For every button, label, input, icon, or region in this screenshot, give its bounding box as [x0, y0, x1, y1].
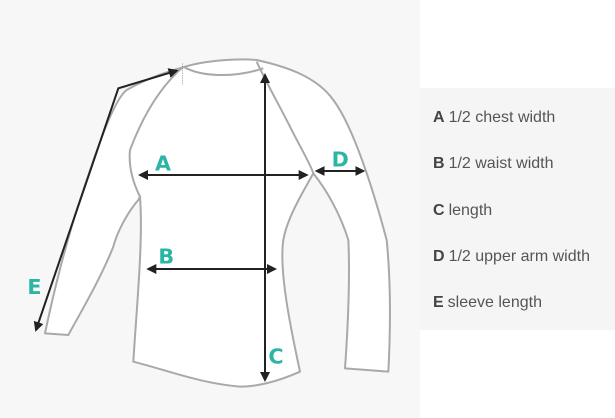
label-b: B — [158, 244, 174, 268]
label-a: A — [155, 152, 171, 176]
legend-text: sleeve length — [447, 294, 542, 311]
legend-key: C — [433, 202, 445, 219]
legend-key: D — [433, 248, 445, 265]
label-c: C — [268, 344, 283, 368]
legend-text: 1/2 chest width — [448, 109, 556, 126]
label-e: E — [27, 275, 41, 299]
label-d: D — [332, 148, 349, 172]
measurement-arrows — [33, 63, 366, 382]
arrow-e — [33, 68, 179, 332]
legend-text: 1/2 upper arm width — [448, 248, 590, 265]
legend-text: length — [448, 202, 493, 219]
shirt-measurement-diagram: A B C D E — [27, 58, 391, 388]
legend-text: 1/2 waist width — [448, 155, 554, 172]
shirt-drawing: A B C D E — [27, 58, 391, 388]
shirt-outline — [44, 58, 391, 388]
legend-key: B — [433, 155, 445, 172]
legend-key: A — [433, 109, 445, 126]
legend-key: E — [433, 294, 444, 311]
